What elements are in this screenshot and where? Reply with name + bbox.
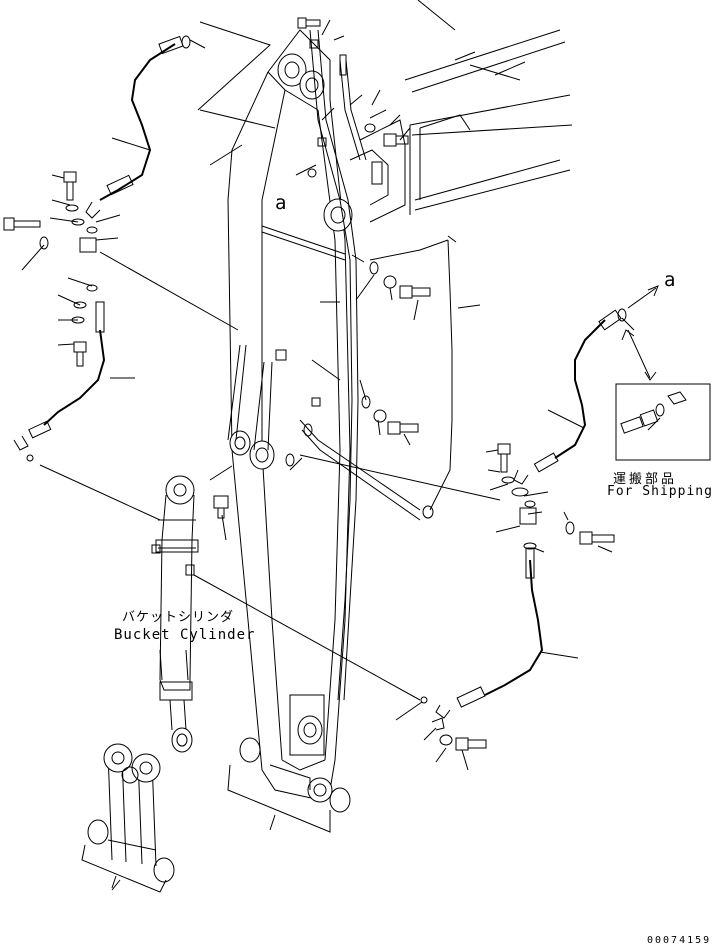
- shipping-label-en: For Shipping: [607, 484, 713, 499]
- leader-lines: [21, 0, 661, 891]
- shipping-label-jp: 運搬部品: [613, 472, 678, 487]
- reference-mark-right: a: [664, 269, 676, 291]
- bucket-cylinder-label-en: Bucket Cylinder: [114, 627, 256, 643]
- shipping-parts-box: [615, 285, 711, 461]
- bucket-link: [81, 743, 175, 893]
- document-number: 00074159: [647, 935, 712, 946]
- arm-structure: [227, 29, 351, 833]
- boom-structure: [323, 29, 573, 232]
- hydraulic-hoses: [13, 35, 627, 719]
- bucket-cylinder: [151, 475, 199, 753]
- reference-mark-top: a: [275, 192, 287, 214]
- fasteners: [3, 17, 615, 751]
- bucket-cylinder-label-jp: バケットシリンダ: [122, 610, 235, 625]
- arm-piping: [299, 29, 453, 701]
